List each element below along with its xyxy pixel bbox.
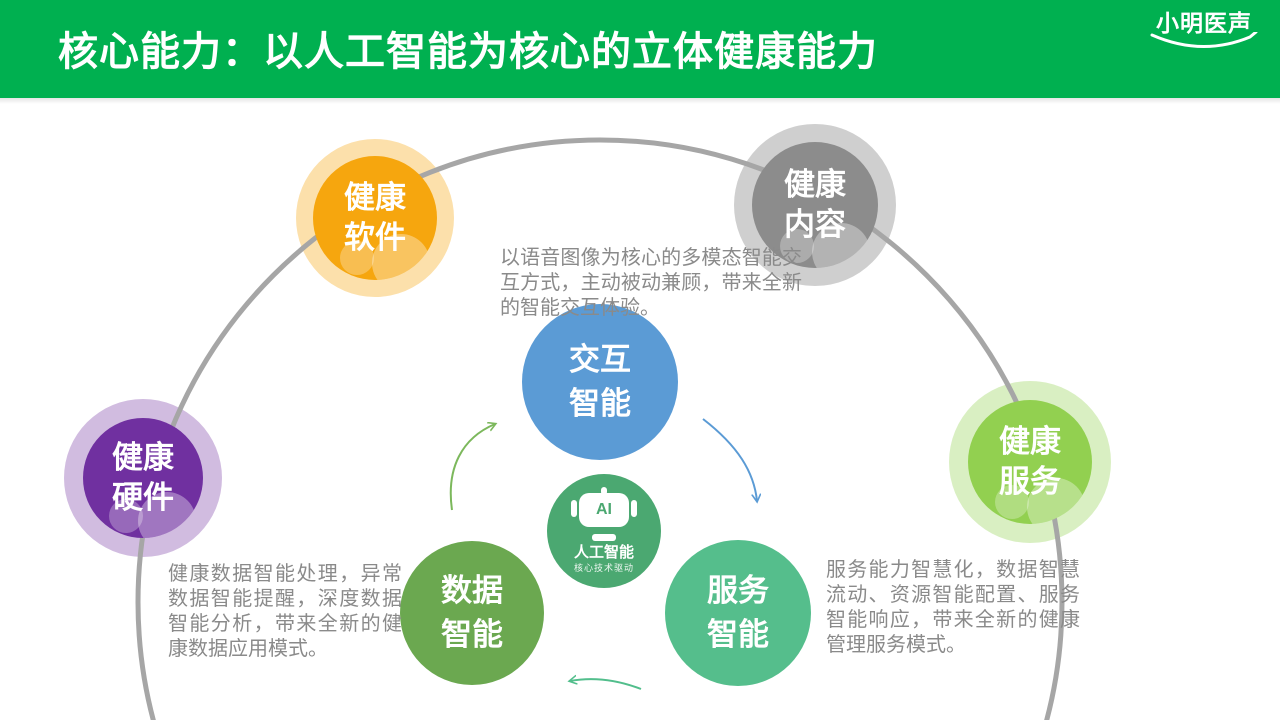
node-label: 智能 xyxy=(441,617,503,652)
robot-chin-icon xyxy=(592,534,616,541)
node-ai-core: AI 人工智能 核心技术驱动 xyxy=(547,474,661,588)
page-title: 核心能力：以人工智能为核心的立体健康能力 xyxy=(58,30,878,74)
flare-decoration xyxy=(995,485,1030,520)
robot-icon: AI xyxy=(571,487,637,541)
node-label: 健康 xyxy=(999,424,1061,460)
node-label: 智能 xyxy=(707,617,769,652)
logo-smile-icon xyxy=(1150,32,1258,49)
node-label: 服务 xyxy=(707,572,769,608)
flare-decoration xyxy=(137,492,196,538)
node-label: 健康 xyxy=(784,167,846,203)
description-data: 健康数据智能处理，异常数据智能提醒，深度数据智能分析，带来全新的健康数据应用模式… xyxy=(168,563,402,660)
flare-decoration xyxy=(340,241,375,276)
description-interaction: 以语音图像为核心的多模态智能交互方式，主动被动兼顾，带来全新的智能交互体验。 xyxy=(500,247,802,319)
node-label: 健康 xyxy=(112,440,174,476)
node-label: 内容 xyxy=(784,207,846,242)
arrow-service-to-data-icon xyxy=(570,679,642,690)
orbit-ring xyxy=(135,137,1065,720)
robot-ear-icon xyxy=(571,500,577,517)
flare-decoration xyxy=(371,234,430,280)
node-health-software: 健康 软件 xyxy=(313,156,437,280)
flare-decoration xyxy=(1026,478,1085,524)
ai-core-subtitle: 核心技术驱动 xyxy=(573,563,634,573)
flare-decoration xyxy=(779,228,814,263)
node-label: 服务 xyxy=(999,464,1061,499)
robot-antenna-icon xyxy=(601,487,607,495)
arrow-data-to-interaction-icon xyxy=(449,424,495,511)
node-health-content: 健康 内容 xyxy=(752,142,878,268)
robot-ear-icon xyxy=(631,500,637,517)
robot-head-icon: AI xyxy=(579,493,629,527)
header-shadow xyxy=(0,98,1280,104)
description-service: 服务能力智慧化，数据智慧流动、资源智能配置、服务智能响应，带来全新的健康管理服务… xyxy=(826,559,1080,656)
arrow-interaction-to-service-icon xyxy=(702,418,757,501)
flare-decoration xyxy=(109,499,144,534)
brand-logo-text: 小明医声 xyxy=(1156,10,1252,36)
brand-logo: 小明医声 xyxy=(1144,10,1264,56)
node-label: 智能 xyxy=(569,386,631,421)
node-data-intelligence: 数据 智能 xyxy=(400,541,544,685)
header-bar: 核心能力：以人工智能为核心的立体健康能力 小明医声 xyxy=(0,0,1280,98)
node-interaction-intelligence: 交互 智能 xyxy=(522,304,678,460)
node-health-hardware: 健康 硬件 xyxy=(83,418,203,538)
node-service-intelligence: 服务 智能 xyxy=(665,540,811,686)
node-label: 数据 xyxy=(441,572,503,608)
node-label: 健康 xyxy=(344,180,406,216)
node-label: 交互 xyxy=(569,341,631,377)
node-label: 软件 xyxy=(344,220,406,255)
ai-badge: AI xyxy=(596,501,612,518)
node-label: 硬件 xyxy=(112,480,174,515)
node-health-services: 健康 服务 xyxy=(968,400,1092,524)
flare-decoration xyxy=(812,222,871,268)
ai-core-title: 人工智能 xyxy=(573,544,634,561)
